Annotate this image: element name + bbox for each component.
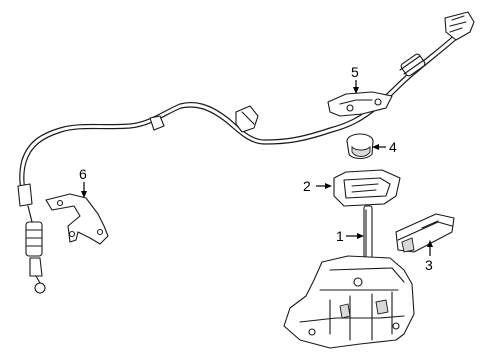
leader-5 [353, 80, 359, 94]
leader-2 [316, 183, 332, 189]
shifter-assembly [283, 205, 415, 349]
shift-knob [346, 133, 374, 160]
callout-1: 1 [336, 228, 344, 244]
leader-4 [372, 144, 386, 150]
leader-3 [427, 240, 433, 256]
leader-6 [81, 182, 87, 198]
leader-1 [346, 233, 364, 239]
callout-5: 5 [351, 64, 359, 80]
callout-4: 4 [389, 139, 397, 155]
bracket [45, 193, 109, 245]
cable-plate [327, 91, 393, 117]
callout-6: 6 [79, 166, 87, 182]
callout-2: 2 [303, 178, 311, 194]
shift-bezel [333, 169, 401, 207]
switch-module [395, 213, 455, 253]
callout-3: 3 [425, 257, 433, 273]
